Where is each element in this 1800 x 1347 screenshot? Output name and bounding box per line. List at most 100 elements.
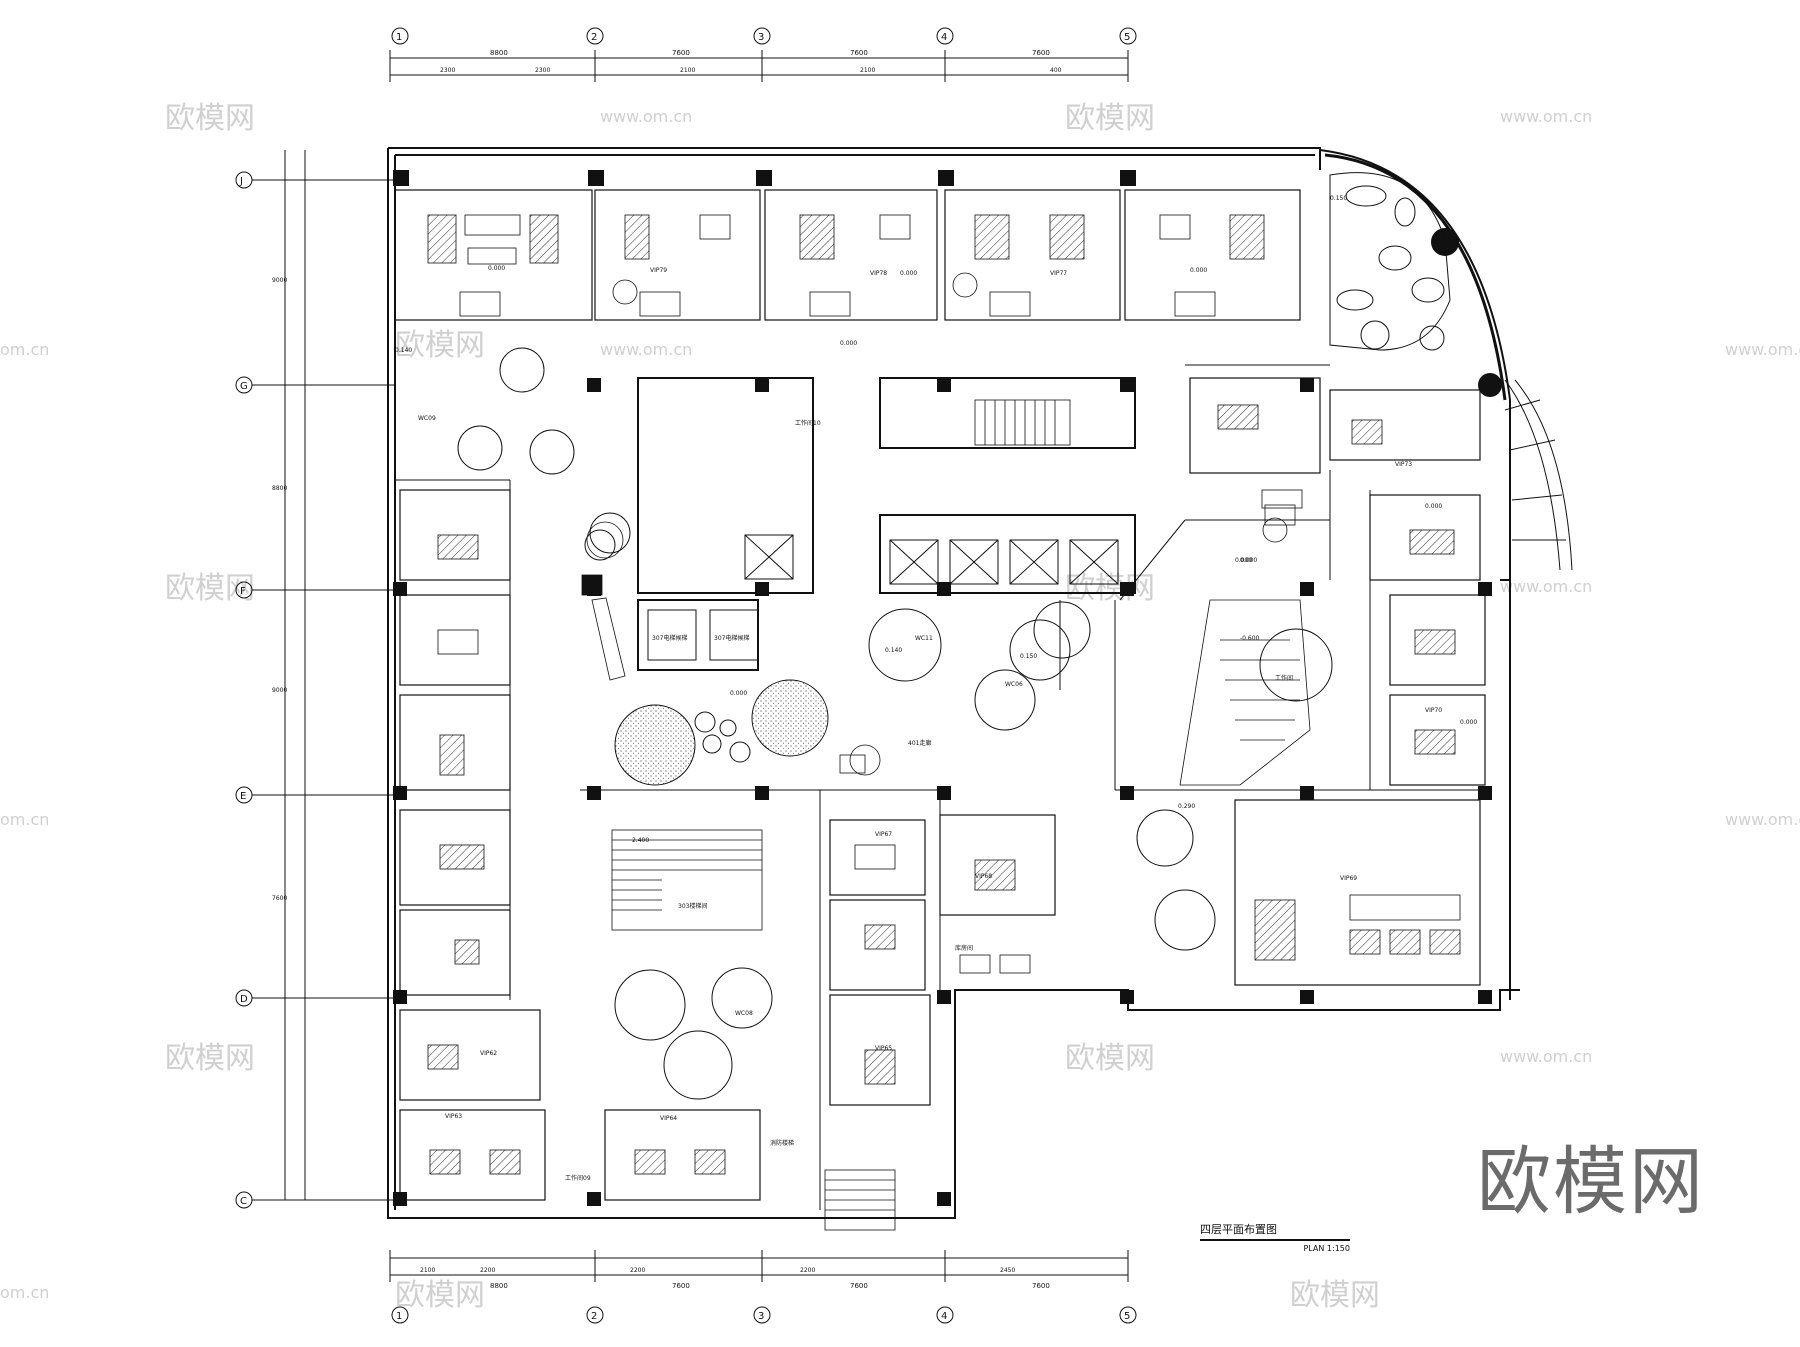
level-label: 0.000 <box>488 265 505 272</box>
watermark-brand: 欧模网 <box>165 571 255 606</box>
right-vip-rooms <box>1189 377 1486 986</box>
dim-top: 8800 <box>490 49 508 57</box>
watermark-brand: 欧模网 <box>1290 1278 1380 1313</box>
top-dimension-text: 8800 7600 7600 7600 2300 2300 2100 2100 … <box>440 49 1062 74</box>
dim-left: 7600 <box>272 895 287 902</box>
room-label: VIP68 <box>975 873 992 880</box>
dim-bottom-overall: 8800 <box>490 1282 508 1290</box>
column-axis-markers-bottom <box>391 1306 1137 1324</box>
room-label: 307电梯候梯 <box>652 634 687 642</box>
room-label: WC09 <box>418 415 436 422</box>
watermark-brand: 欧模网 <box>1065 101 1155 136</box>
room-label: VIP70 <box>1425 707 1442 714</box>
curved-facade <box>1324 153 1573 571</box>
center-vip-rooms <box>829 814 1056 1106</box>
round-lounge <box>1329 172 1451 351</box>
axis-label: 1 <box>396 32 402 43</box>
level-label: 0.000 <box>900 270 917 277</box>
level-label: 0.140 <box>885 647 902 654</box>
room-label: WC11 <box>915 635 933 642</box>
left-vip-rooms <box>399 489 761 1201</box>
column-axis-labels-bottom: 1 2 3 4 5 <box>396 1311 1130 1322</box>
top-dimensions <box>389 50 1129 82</box>
lobby-furniture <box>581 489 1303 776</box>
bottom-dimension-text: 2100 2200 2200 2200 2450 8800 7600 7600 … <box>420 1267 1050 1290</box>
watermark-url: www.om.cn <box>1725 340 1800 359</box>
watermark-url: www.om.cn <box>1500 107 1592 126</box>
room-label: 303楼梯间 <box>678 902 707 910</box>
dim-bottom: 2450 <box>1000 1267 1015 1274</box>
drawing-title: 四层平面布置图 <box>1200 1221 1350 1241</box>
watermark-url: www.om.cn <box>1500 1047 1592 1066</box>
room-label: VIP78 <box>870 270 887 277</box>
dim-top-detail: 2100 <box>680 67 695 74</box>
room-label: VIP67 <box>875 831 892 838</box>
level-label: 0.000 <box>840 340 857 347</box>
room-label: VIP77 <box>1050 270 1067 277</box>
lobby-planters <box>584 512 1071 786</box>
watermark-domain: om.cn <box>0 340 49 359</box>
room-label: 307电梯候梯 <box>714 634 749 642</box>
right-vip-labels: VIP73 VIP70 VIP69 VIP67 VIP68 VIP65 VIP6… <box>445 461 1477 1122</box>
dim-left: 9000 <box>272 277 287 284</box>
left-dimensions <box>278 150 312 1201</box>
dim-top-detail: 2100 <box>860 67 875 74</box>
level-label: 0.000 <box>730 690 747 697</box>
stair-flights <box>611 399 1311 1231</box>
room-label: 工作间09 <box>565 1174 591 1182</box>
room-label: 401走廊 <box>908 739 931 747</box>
elevator-cars <box>647 534 1119 661</box>
column-axis-labels-top: 1 2 3 4 5 <box>396 32 1130 43</box>
dim-top-detail: 400 <box>1050 67 1062 74</box>
room-label: 消防楼梯 <box>770 1139 794 1147</box>
room-label: 工作间10 <box>795 419 821 427</box>
dim-top: 7600 <box>672 49 690 57</box>
room-label: VIP64 <box>660 1115 677 1122</box>
room-label: WC08 <box>735 1010 753 1017</box>
brand-logo-text: 欧模网 <box>1477 1139 1705 1225</box>
room-label: 工作间 <box>1275 674 1293 682</box>
level-label: 0.000 <box>1240 557 1257 564</box>
watermark-url: www.om.cn <box>600 107 692 126</box>
central-core <box>637 377 1136 671</box>
top-vip-labels: VIP79 VIP78 VIP77 0.000 0.000 0.000 0.00… <box>488 265 1207 347</box>
watermark-url: www.om.cn <box>1500 577 1592 596</box>
room-label: 库房间 <box>955 944 973 952</box>
watermark-domain: om.cn <box>0 1283 49 1302</box>
watermark-brand: 欧模网 <box>395 1278 485 1313</box>
room-label: VIP79 <box>650 267 667 274</box>
axis-label: G <box>240 381 248 392</box>
axis-label: 4 <box>941 1311 947 1322</box>
level-label: 0.000 <box>1235 557 1252 564</box>
room-label: VIP65 <box>875 1045 892 1052</box>
top-vip-rooms <box>394 189 1301 321</box>
level-label: 0.000 <box>1460 719 1477 726</box>
wc-labels: WC09 WC11 WC06 WC08 <box>418 415 1023 1017</box>
dim-bottom: 2100 <box>420 1267 435 1274</box>
watermark-brand: 欧模网 <box>165 1041 255 1076</box>
level-label: 0.290 <box>1178 803 1195 810</box>
watermark-url: www.om.cn <box>600 340 692 359</box>
dim-top-detail: 2300 <box>535 67 550 74</box>
level-label: 0.000 <box>1190 267 1207 274</box>
level-label: 2.400 <box>632 837 649 844</box>
wc-fixtures <box>457 347 1333 1100</box>
row-axis-labels: J G F E D C 9000 8800 9000 7600 <box>239 176 287 1207</box>
level-label: 0.000 <box>1425 503 1442 510</box>
axis-label: 5 <box>1124 32 1130 43</box>
axis-label: J <box>239 176 243 187</box>
axis-label: 3 <box>758 1311 764 1322</box>
dim-top-detail: 2300 <box>440 67 455 74</box>
watermarks: 欧模网 欧模网 www.om.cn www.om.cn om.cn 欧模网 ww… <box>0 101 1800 1313</box>
level-label: 0.150 <box>1020 653 1037 660</box>
axis-label: 1 <box>396 1311 402 1322</box>
dim-bottom: 2200 <box>480 1267 495 1274</box>
level-label: 0.140 <box>395 347 412 354</box>
axis-label: 2 <box>591 32 597 43</box>
dim-bottom-overall: 7600 <box>850 1282 868 1290</box>
dim-bottom-overall: 7600 <box>672 1282 690 1290</box>
partitions <box>395 364 1480 1210</box>
exterior-walls <box>387 147 1520 1219</box>
axis-label: 4 <box>941 32 947 43</box>
